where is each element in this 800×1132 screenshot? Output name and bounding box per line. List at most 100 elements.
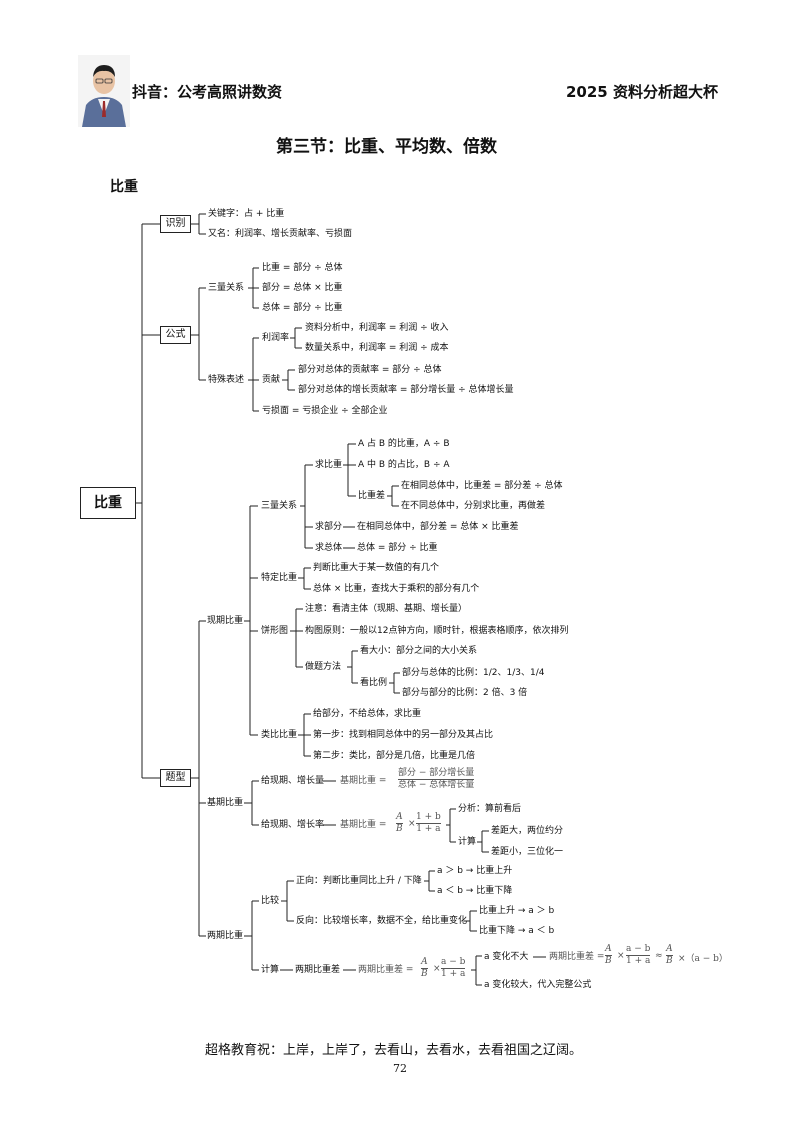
current-method: 做题方法 [305, 662, 342, 672]
identify-keyword: 关键字：占 + 比重 [208, 209, 285, 219]
base-calc1: 差距大，两位约分 [491, 826, 564, 836]
base-b2-frac-1b-den: 1 + a [416, 824, 441, 834]
current-ratio: 现期比重 [207, 616, 244, 626]
two-period-small: a 变化不大 [484, 952, 529, 962]
formula-three-relations: 三量关系 [208, 283, 245, 293]
base-b2-formula-lhs: 基期比重 = [340, 820, 387, 830]
two-period-compare: 比较 [261, 896, 280, 906]
current-find-ratio: 求比重 [315, 460, 343, 470]
root-node: 比重 [80, 487, 136, 519]
base-b1-formula-lhs: 基期比重 = [340, 776, 387, 786]
base-calc: 计算 [458, 837, 477, 847]
base-b2-frac-1b-num: 1 + b [416, 812, 441, 824]
current-m1: 看大小：部分之间的大小关系 [360, 646, 478, 656]
two-period-frac-amb-num: a − b [441, 957, 466, 969]
current-find-part: 求部分 [315, 522, 343, 532]
formula-c1: 部分对总体的贡献率 = 部分 ÷ 总体 [298, 365, 442, 375]
formula-loss: 亏损面 = 亏损企业 ÷ 全部企业 [262, 406, 388, 416]
section-title: 第三节：比重、平均数、倍数 [276, 137, 497, 157]
base-ratio: 基期比重 [207, 798, 244, 808]
two-period-f1: a ＞ b → 比重上升 [437, 866, 513, 876]
subsection-title: 比重 [110, 179, 138, 195]
base-b2: 给现期、增长率 [261, 820, 325, 830]
page-number: 72 [393, 1062, 407, 1075]
identify-alias: 又名：利润率、增长贡献率、亏损面 [208, 229, 353, 239]
current-a2: 第一步：找到相同总体中的另一部分及其占比 [313, 730, 494, 740]
current-ratio-diff: 比重差 [358, 491, 386, 501]
two-period-diff: 两期比重差 [295, 965, 341, 975]
current-rd1: 在相同总体中，比重差 = 部分差 ÷ 总体 [401, 481, 563, 491]
two-period-reverse: 反向：比较增长率，数据不全，给比重变化 [296, 916, 468, 926]
two-period-diff-lhs: 两期比重差 = [358, 965, 414, 975]
current-fr2: A 中 B 的占比，B ÷ A [358, 460, 450, 470]
current-p2: 构图原则：一般以12点钟方向，顺时针，根据表格顺序，依次排列 [305, 626, 569, 636]
current-m-ratio: 看比例 [360, 678, 388, 688]
two-period-approx-frac-ab: A B [666, 944, 673, 967]
base-b2-frac-ab: A B [396, 812, 403, 835]
current-fp: 在相同总体中，部分差 = 总体 × 比重差 [357, 522, 519, 532]
two-period-small-lhs: 两期比重差 = [549, 952, 605, 962]
footer-motto: 超格教育祝：上岸，上岸了，去看山，去看水，去看祖国之辽阔。 [205, 1043, 583, 1058]
formula-c2: 部分对总体的增长贡献率 = 部分增长量 ÷ 总体增长量 [298, 385, 514, 395]
two-period-rv1: 比重上升 → a ＞ b [479, 906, 555, 916]
formula-profit-rate: 利润率 [262, 333, 290, 343]
two-period-frac-amb: a − b 1 + a [441, 957, 466, 980]
two-period-ratio: 两期比重 [207, 931, 244, 941]
two-period-approx-frac-ab-den: B [666, 956, 673, 966]
base-b2-frac-ab-den: B [396, 824, 403, 834]
two-period-small-times: × [617, 951, 625, 961]
current-m2: 部分与总体的比例：1/2、1/3、1/4 [402, 668, 545, 678]
current-a1: 给部分，不给总体，求比重 [313, 709, 422, 719]
two-period-frac-ab-num: A [421, 957, 428, 969]
base-b1-denominator: 总体 − 总体增长量 [398, 780, 475, 790]
current-find-total: 求总体 [315, 543, 343, 553]
base-b1: 给现期、增长量 [261, 776, 325, 786]
base-analysis: 分析：算前看后 [458, 804, 522, 814]
two-period-small-frac-amb: a − b 1 + a [626, 944, 651, 967]
base-b2-times: × [408, 819, 416, 829]
author-photo [78, 55, 130, 127]
base-b1-fraction: 部分 − 部分增长量 总体 − 总体增长量 [398, 768, 475, 791]
formula-contribution: 贡献 [262, 375, 281, 385]
two-period-times: × [433, 964, 441, 974]
current-g1: 判断比重大于某一数值的有几个 [313, 563, 440, 573]
base-b2-frac-1b: 1 + b 1 + a [416, 812, 441, 835]
two-period-small-frac-amb-num: a − b [626, 944, 651, 956]
formula-special: 特殊表述 [208, 375, 245, 385]
current-analog: 类比比重 [261, 730, 298, 740]
current-ft: 总体 = 部分 ÷ 比重 [357, 543, 438, 553]
header-right-text: 2025 资料分析超大杯 [566, 83, 718, 101]
formula-pr2: 数量关系中，利润率 = 利润 ÷ 成本 [305, 343, 449, 353]
current-rd2: 在不同总体中，分别求比重，再做差 [401, 501, 546, 511]
two-period-small-frac-ab-num: A [605, 944, 612, 956]
two-period-frac-amb-den: 1 + a [441, 969, 466, 979]
two-period-small-frac-amb-den: 1 + a [626, 956, 651, 966]
header-left-text: 抖音：公考高照讲数资 [132, 83, 283, 101]
formula-r2: 部分 = 总体 × 比重 [262, 283, 343, 293]
base-calc2: 差距小，三位化一 [491, 847, 564, 857]
base-b1-numerator: 部分 − 部分增长量 [398, 768, 475, 780]
two-period-calc: 计算 [261, 965, 280, 975]
base-b2-frac-ab-num: A [396, 812, 403, 824]
node-formula: 公式 [160, 326, 191, 344]
formula-r1: 比重 = 部分 ÷ 总体 [262, 263, 343, 273]
two-period-small-frac-ab: A B [605, 944, 612, 967]
two-period-approx-frac-ab-num: A [666, 944, 673, 956]
two-period-large: a 变化较大，代入完整公式 [484, 980, 592, 990]
two-period-approx: ≈ [655, 951, 663, 961]
current-pie: 饼形图 [261, 626, 289, 636]
current-a3: 第二步：类比，部分是几倍，比重是几倍 [313, 751, 476, 761]
node-question-types: 题型 [160, 769, 191, 787]
current-p1: 注意：看清主体（现期、基期、增长量） [305, 604, 468, 614]
formula-pr1: 资料分析中，利润率 = 利润 ÷ 收入 [305, 323, 449, 333]
node-identify: 识别 [160, 215, 191, 233]
two-period-forward: 正向：判断比重同比上升 / 下降 [296, 876, 422, 886]
two-period-f2: a ＜ b → 比重下降 [437, 886, 513, 896]
current-fr1: A 占 B 的比重，A ÷ B [358, 439, 450, 449]
two-period-small-frac-ab-den: B [605, 956, 612, 966]
current-g2: 总体 × 比重，查找大于乘积的部分有几个 [313, 584, 480, 594]
two-period-frac-ab: A B [421, 957, 428, 980]
current-m3: 部分与部分的比例：2 倍、3 倍 [402, 688, 528, 698]
